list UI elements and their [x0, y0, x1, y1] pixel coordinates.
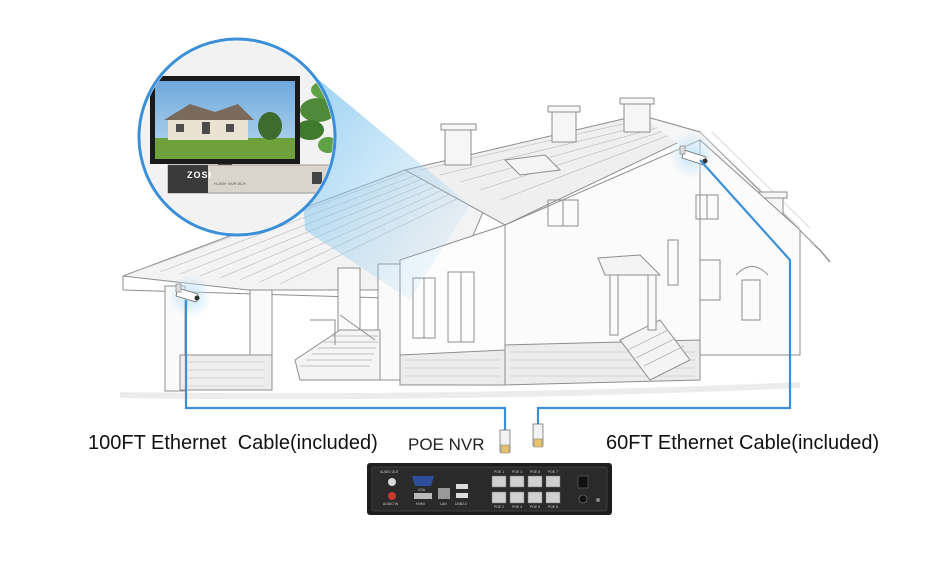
audio-out-jack	[388, 478, 396, 486]
poe7-text: POE 7	[548, 470, 558, 474]
audio-in-jack	[388, 492, 396, 500]
vga-text: VGA	[418, 488, 426, 492]
left-camera	[168, 274, 212, 318]
audio-in-text: AUDIO IN	[383, 502, 399, 506]
left-cable-label: 100FT Ethernet Cable(included)	[88, 433, 378, 453]
hdmi-port	[414, 493, 432, 499]
usb-text: USB2.0	[455, 502, 467, 506]
poe2-text: POE 2	[494, 505, 504, 509]
poe3-text: POE 3	[512, 470, 522, 474]
usb-port-2	[456, 493, 468, 498]
vga-port	[412, 476, 434, 486]
poe8-text: POE 8	[548, 505, 558, 509]
right-camera	[668, 131, 716, 179]
inset-model-text: H.265+ NVR 8CH	[214, 181, 246, 186]
lan-port	[438, 488, 450, 499]
poe5-text: POE 5	[530, 470, 540, 474]
inset-brand-text: ZOSI	[187, 170, 212, 180]
poe6-text: POE 6	[530, 505, 540, 509]
right-rj45-connector	[533, 424, 543, 447]
audio-out-text: AUDIO OUT	[380, 470, 399, 474]
usb-port-1	[456, 484, 468, 489]
hdmi-text: HDMI	[416, 502, 425, 506]
power-switch	[578, 476, 588, 488]
left-rj45-connector	[500, 430, 510, 453]
poe4-text: POE 4	[512, 505, 522, 509]
poe1-text: POE 1	[494, 470, 504, 474]
nvr-rear-panel: AUDIO OUT AUDIO IN VGA HDMI LAN USB2.0 P…	[367, 463, 612, 515]
lan-text: LAN	[440, 502, 447, 506]
right-cable-label: 60FT Ethernet Cable(included)	[606, 433, 879, 453]
nvr-label: POE NVR	[408, 436, 485, 453]
dc-power-jack	[579, 495, 587, 503]
